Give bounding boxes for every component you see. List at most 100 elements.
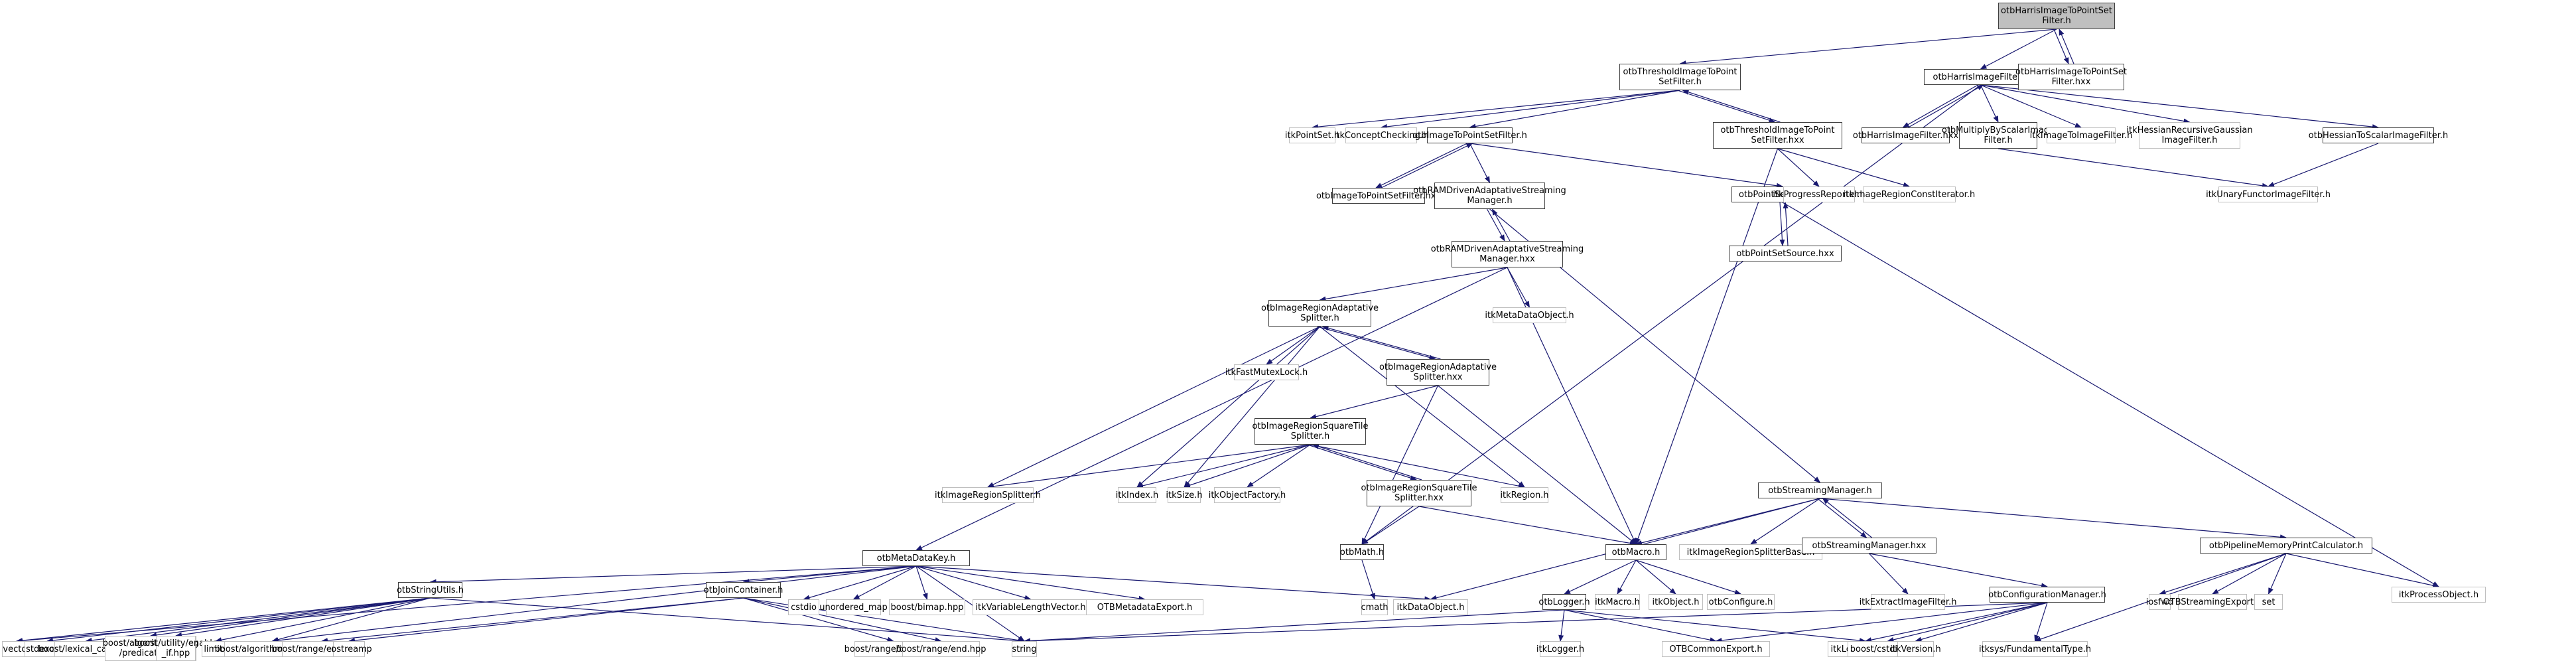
edge-confmgr-to-cstdint [1887, 602, 2048, 642]
graph-node-joincont[interactable]: otbJoinContainer.h [704, 582, 783, 598]
edge-streaming_h-to-pipemem [1820, 498, 2287, 540]
graph-node-mult[interactable]: otbMultiplyByScalarImage Filter.h [1942, 122, 2055, 149]
edge-ramdriven_h-to-ramdriven_hxx [1486, 208, 1505, 242]
graph-node-pss-hxx[interactable]: otbPointSetSource.hxx [1729, 246, 1842, 261]
graph-node-adapt-hxx[interactable]: otbImageRegionAdaptative Splitter.hxx [1379, 359, 1497, 386]
edge-metadatakey-to-unordered_map [852, 565, 917, 600]
edge-stringutils-to-enableif [175, 597, 431, 638]
edge-streaming_hxx-to-itkExtract [1869, 553, 1909, 595]
graph-node-confmgr[interactable]: otbConfigurationManager.h [1988, 587, 2106, 603]
graph-node-img2ps-hxx[interactable]: otbImageToPointSetFilter.hxx [1316, 188, 1441, 204]
edge-harris_h-to-otbMath [1361, 84, 1981, 545]
edge-joincont-to-ostream [348, 597, 744, 643]
edge-adapt_hxx-to-adapt_h [1322, 325, 1441, 360]
graph-node-stringutils[interactable]: otbStringUtils.h [397, 582, 464, 598]
graph-node-harris-hxx[interactable]: otbHarrisImageFilter.hxx [1853, 127, 1958, 143]
edge-confmgr-to-itkLoggerBase [1865, 602, 2048, 643]
graph-node-bimap: boost/bimap.hpp [889, 599, 965, 615]
edge-harris_h-to-itkI2I [1980, 84, 2082, 128]
graph-node-hess2scal[interactable]: otbHessianToScalarImageFilter.h [2309, 127, 2448, 143]
edge-otbMath-to-cmath [1361, 559, 1376, 600]
graph-node-itksize: itkSize.h [1166, 487, 1203, 503]
graph-node-itkindex: itkIndex.h [1116, 487, 1158, 503]
edge-metadatakey-to-algstring [271, 565, 917, 643]
edge-thresh_h-to-itkConcept [1381, 90, 1680, 129]
graph-node-thresh-hxx[interactable]: otbThresholdImageToPoint SetFilter.hxx [1713, 122, 1842, 149]
graph-node-otbstreamexport: OTBStreamingExport.h [2163, 594, 2262, 610]
edge-otbLogger-to-string [1024, 609, 1565, 644]
graph-node-itkhessrec: itkHessianRecursiveGaussian ImageFilter.… [2126, 122, 2253, 149]
graph-node-adapt-h[interactable]: otbImageRegionAdaptative Splitter.h [1261, 300, 1379, 327]
graph-node-streaming-h[interactable]: otbStreamingManager.h [1758, 482, 1882, 498]
edge-stringutils-to-vector [16, 597, 431, 644]
graph-node-ostream: ostream [331, 641, 367, 657]
edge-square_h-to-itkRegSplit [987, 444, 1311, 489]
edge-pipemem-to-iosfwd [2159, 553, 2287, 595]
edge-square_hxx-to-otbMath [1361, 506, 1420, 545]
graph-node-square-hxx[interactable]: otbImageRegionSquareTile Splitter.hxx [1361, 480, 1477, 506]
edge-adapt_h-to-itkRegSplit [987, 326, 1320, 488]
edge-pipemem-to-set [2268, 553, 2287, 595]
edge-harris_h-to-itkHessRec [1980, 84, 2191, 124]
graph-node-itkversion: itkVersion.h [1890, 641, 1941, 657]
edge-pss_h-to-itkProcObj [1782, 202, 2439, 587]
edge-pipemem-to-itkProcObj [2285, 553, 2439, 588]
graph-node-itkobject: itkObject.h [1649, 594, 1703, 610]
edge-hess2scal-to-itkUnary [2268, 143, 2379, 187]
edge-metadatakey-to-itkVLV [915, 565, 1032, 601]
graph-node-itkobjfactory: itkObjectFactory.h [1209, 487, 1286, 503]
edge-streaming_hxx-to-streaming_h [1822, 498, 1872, 538]
graph-node-itkmetadataobj: itkMetaDataObject.h [1485, 307, 1574, 323]
graph-node-otblogger[interactable]: otbLogger.h [1538, 594, 1590, 610]
edge-joincont-to-rangeempty [321, 597, 744, 644]
edge-ramdriven_hxx-to-metadatakey [915, 267, 1508, 551]
graph-node-otbconfigure: otbConfigure.h [1707, 594, 1775, 610]
graph-node-metadatakey[interactable]: otbMetaDataKey.h [862, 550, 970, 566]
graph-node-itkunary: itkUnaryFunctorImageFilter.h [2206, 186, 2331, 202]
graph-node-img2ps-h[interactable]: otbImageToPointSetFilter.h [1412, 127, 1527, 143]
edge-square_h-to-itkIndex [1136, 444, 1311, 488]
edge-img2ps_hxx-to-img2ps_h [1381, 143, 1473, 188]
edge-confmgr-to-itkVersion [1915, 602, 2048, 642]
graph-node-fundtype: itksys/FundamentalType.h [1979, 641, 2091, 657]
graph-node-square-h[interactable]: otbImageRegionSquareTile Splitter.h [1252, 418, 1369, 445]
graph-node-itki2i: itkImageToImageFilter.h [2030, 127, 2132, 143]
edge-stringutils-to-stdexcept [46, 597, 431, 643]
graph-node-cstdio: cstdio [788, 599, 819, 615]
edge-img2ps_h-to-img2ps_hxx [1375, 143, 1467, 188]
edge-adapt_h-to-itkFastMutex [1266, 326, 1320, 365]
graph-node-pipemem[interactable]: otbPipelineMemoryPrintCalculator.h [2200, 538, 2372, 554]
graph-node-otbmacro[interactable]: otbMacro.h [1605, 544, 1666, 560]
edge-thresh_hxx-to-itkProgress [1777, 148, 1820, 187]
graph-node-ramdriven-h[interactable]: otbRAMDrivenAdaptativeStreaming Manager.… [1413, 183, 1566, 209]
edge-streaming_h-to-streaming_hxx [1817, 498, 1867, 538]
graph-node-ramdriven-hxx[interactable]: otbRAMDrivenAdaptativeStreaming Manager.… [1431, 241, 1584, 267]
graph-node-streaming-hxx[interactable]: otbStreamingManager.hxx [1802, 538, 1936, 554]
edge-metadatakey-to-cstdio [803, 565, 917, 601]
edge-metadatakey-to-stringutils [429, 565, 917, 585]
graph-node-unordered-map: unordered_map [819, 599, 888, 615]
edge-joincont-to-string [743, 597, 1025, 643]
edge-square_h-to-itkSize [1184, 444, 1311, 488]
graph-node-otbmath[interactable]: otbMath.h [1340, 544, 1384, 560]
graph-node-itkregconstit: itkImageRegionConstIterator.h [1844, 186, 1975, 202]
graph-node-enableif: boost/utility/enable _if.hpp [134, 636, 218, 661]
edge-metadatakey-to-vector [16, 565, 917, 644]
graph-node-itkprogress: itkProgressReporter.h [1773, 186, 1865, 202]
edge-root-to-root_hxx [2053, 29, 2069, 64]
edge-metadatakey-to-itkDataObject [915, 565, 1432, 602]
edge-stringutils-to-lexcast [85, 597, 431, 643]
edge-stringutils-to-algstring [271, 597, 431, 642]
edge-adapt_h-to-itkSize [1184, 326, 1320, 488]
graph-node-thresh-h[interactable]: otbThresholdImageToPoint SetFilter.h [1619, 64, 1741, 90]
graph-node-root[interactable]: otbHarrisImageToPointSet Filter.h [1998, 3, 2115, 29]
edge-root-to-harris_h [1980, 29, 2057, 70]
edge-stringutils-to-limits [215, 597, 431, 643]
edge-ramdriven_hxx-to-otbMacro [1507, 267, 1637, 545]
edge-otbMacro-to-itkObject [1635, 559, 1676, 595]
graph-node-root-hxx[interactable]: otbHarrisImageToPointSet Filter.hxx [2015, 64, 2127, 90]
edge-thresh_h-to-img2ps_h [1469, 90, 1680, 129]
edge-otbMacro-to-otbConfigure [1635, 559, 1741, 595]
